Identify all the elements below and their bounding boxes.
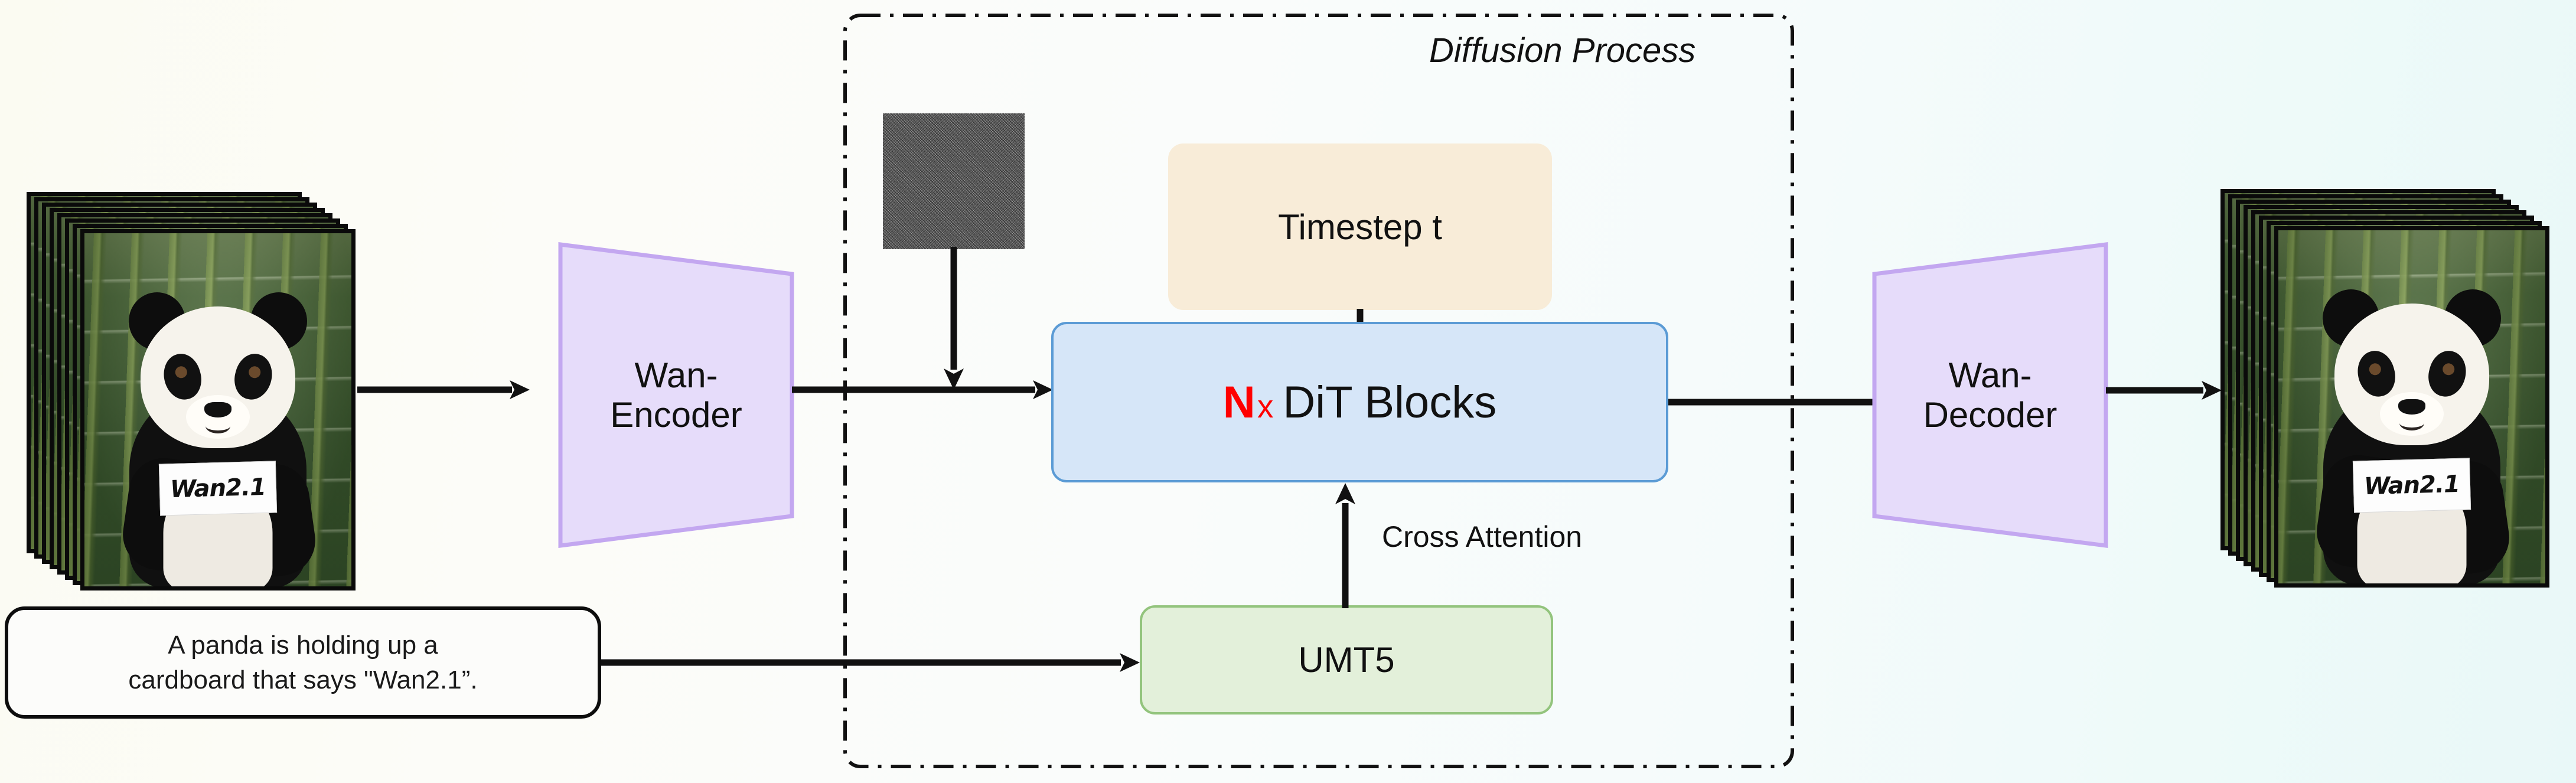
arrow-encoder-to-dit	[792, 380, 1053, 399]
wan-encoder-label-line1: Wan-	[634, 355, 718, 395]
arrow-dit-to-decoder	[1668, 393, 1893, 412]
umt5-label: UMT5	[1298, 640, 1395, 680]
wan-decoder-label-line2: Decoder	[1923, 395, 2057, 435]
panda-illustration: Wan2.1	[2312, 287, 2514, 583]
video-frame-card-front: Wan2.1	[2274, 226, 2549, 588]
arrow-input-to-encoder	[357, 380, 530, 399]
arrow-decoder-to-output	[2106, 381, 2222, 400]
output-video-stack: Wan2.1	[2220, 189, 2551, 590]
prompt-line-1: A panda is holding up a	[168, 630, 438, 660]
timestep-block[interactable]: Timestep t	[1168, 143, 1552, 310]
timestep-label: Timestep t	[1278, 207, 1442, 247]
wan-encoder-block[interactable]: Wan- Encoder	[558, 241, 794, 549]
umt5-block[interactable]: UMT5	[1140, 605, 1553, 715]
dit-blocks-block[interactable]: N x DiT Blocks	[1051, 322, 1668, 482]
panda-illustration: Wan2.1	[118, 290, 320, 586]
panda-sign-text: Wan2.1	[2352, 458, 2471, 513]
prompt-line-2: cardboard that says "Wan2.1”.	[128, 665, 478, 694]
cross-attention-label: Cross Attention	[1382, 520, 1583, 553]
wan-decoder-block[interactable]: Wan- Decoder	[1872, 241, 2108, 549]
arrow-prompt-to-umt5	[601, 653, 1140, 672]
video-frame-card-front: Wan2.1	[80, 229, 356, 590]
wan-decoder-label-line1: Wan-	[1948, 355, 2032, 395]
dit-block-count: N	[1222, 377, 1256, 428]
panda-sign-text: Wan2.1	[158, 461, 278, 516]
text-prompt-box[interactable]: A panda is holding up a cardboard that s…	[5, 606, 601, 719]
input-video-stack: Wan2.1	[27, 192, 357, 593]
dit-blocks-label: DiT Blocks	[1283, 377, 1497, 428]
wan-encoder-label-line2: Encoder	[610, 395, 742, 435]
noise-latent-patch	[883, 113, 1025, 249]
dit-multiply-sign: x	[1257, 387, 1274, 425]
arrow-noise-to-stream	[944, 247, 964, 390]
arrow-umt5-to-dit-cross-attention	[1335, 483, 1355, 608]
diffusion-process-label: Diffusion Process	[1429, 31, 1696, 70]
